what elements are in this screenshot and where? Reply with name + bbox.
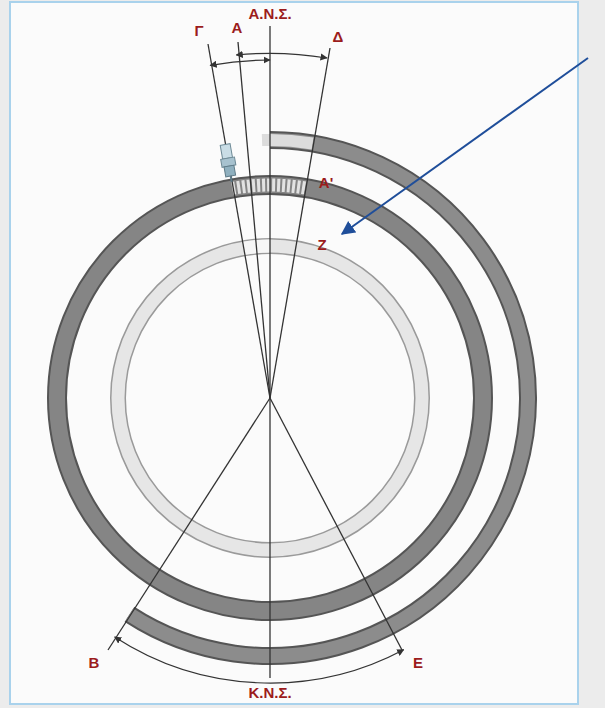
angle-label: Ζ: [317, 237, 326, 252]
angle-label: Γ: [194, 23, 203, 38]
angle-label: Ε: [413, 655, 423, 670]
angle-label: Α': [319, 175, 333, 190]
radial-lines: [108, 26, 402, 678]
transfer-segment: [232, 185, 305, 188]
outer-band-border: [130, 140, 528, 656]
angle-label: Α: [232, 20, 243, 35]
angle-label: Κ.Ν.Σ.: [248, 685, 291, 700]
frame: [10, 2, 578, 704]
angle-label: Δ: [333, 29, 344, 44]
angle-label: Α.Ν.Σ.: [248, 6, 291, 21]
angle-label: Β: [89, 655, 100, 670]
pointer-arrow: [342, 58, 588, 234]
angle-arcs: [115, 53, 404, 683]
spark-plug: [218, 143, 238, 183]
outer-band: [130, 140, 528, 656]
